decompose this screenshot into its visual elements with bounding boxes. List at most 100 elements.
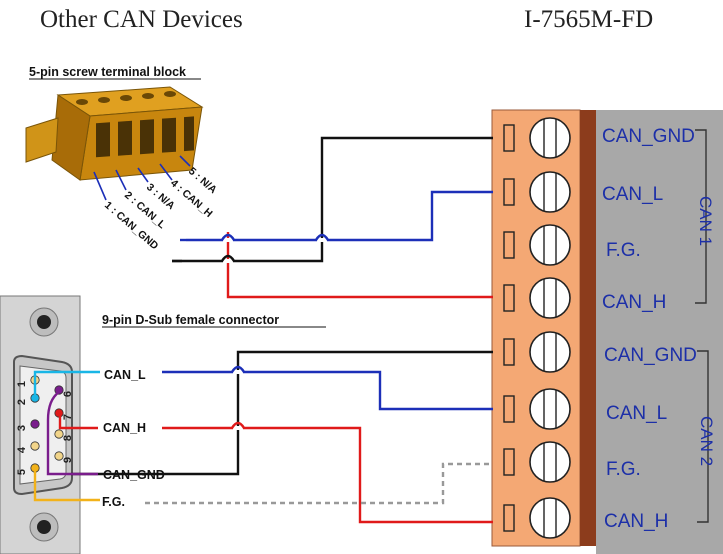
dsub-stub-can-gnd bbox=[46, 391, 98, 476]
crossover-gap bbox=[223, 259, 233, 263]
dsub-mount-hole-top-inner bbox=[37, 315, 51, 329]
wire-entry-slot bbox=[503, 231, 515, 259]
pin-leader-1 bbox=[93, 171, 107, 201]
can2-group-label: CAN 2 bbox=[697, 416, 716, 466]
dsub-pin-socket bbox=[54, 429, 64, 439]
terminal-screw-hole bbox=[120, 95, 132, 101]
wire-can1-h bbox=[226, 232, 493, 299]
can-group-brackets bbox=[695, 129, 709, 523]
wire-entry-slot bbox=[503, 338, 515, 366]
dsub-label-can-h: CAN_H bbox=[103, 421, 146, 435]
terminal-screw-7[interactable] bbox=[503, 441, 571, 483]
terminal-screw-5[interactable] bbox=[503, 331, 571, 373]
can2-bracket bbox=[697, 350, 709, 523]
can1-bracket bbox=[695, 129, 707, 304]
wire-can2-gnd bbox=[71, 350, 493, 476]
terminal-screw-6[interactable] bbox=[503, 388, 571, 430]
crossover-can1-l-over-h bbox=[220, 233, 236, 241]
wire-entry-slot bbox=[503, 178, 515, 206]
dsub-mount-hole-bottom-inner bbox=[37, 520, 51, 534]
terminal-wire-opening bbox=[184, 116, 194, 152]
terminal-screw-hole bbox=[98, 97, 110, 103]
wire-entry-slot bbox=[503, 124, 515, 152]
dsub-pin-number: 5 bbox=[16, 469, 28, 475]
terminal-wire-opening bbox=[162, 117, 176, 153]
terminal-block-image bbox=[25, 86, 204, 181]
crossover-can2-l-over-gnd bbox=[230, 365, 246, 373]
wire-can1-l bbox=[186, 190, 493, 242]
dsub-label-can-l: CAN_L bbox=[104, 368, 146, 382]
device-label-can2-gnd: CAN_GND bbox=[604, 345, 697, 366]
wire-can2-h bbox=[162, 426, 493, 524]
device-label-can2-h: CAN_H bbox=[604, 511, 668, 532]
dsub-signal-labels: CAN_L CAN_H CAN_GND F.G. bbox=[102, 368, 165, 509]
terminal-block-tab bbox=[25, 117, 59, 163]
screw-head bbox=[529, 224, 571, 266]
dsub-pin-3: 3 bbox=[16, 419, 40, 431]
terminal-side-panel bbox=[580, 110, 596, 546]
dsub-pin-4: 4 bbox=[16, 441, 40, 453]
screw-head bbox=[529, 277, 571, 319]
terminal-screw-8[interactable] bbox=[503, 497, 571, 539]
crossover-gap bbox=[233, 426, 243, 430]
pin-leader-3 bbox=[137, 167, 149, 183]
terminal-screw-3[interactable] bbox=[503, 224, 571, 266]
dsub-pin-socket bbox=[30, 441, 40, 451]
dsub-pin-socket bbox=[54, 385, 64, 395]
wire-entry-slot bbox=[503, 504, 515, 532]
terminal-panel-grey bbox=[596, 110, 723, 554]
dsub-stub-fg bbox=[33, 468, 100, 502]
terminal-wire-opening bbox=[118, 120, 132, 156]
dsub-pin-number: 9 bbox=[62, 457, 74, 463]
screw-head bbox=[529, 388, 571, 430]
dsub-pin-number: 8 bbox=[62, 435, 74, 441]
terminal-block-caption: 5-pin screw terminal block bbox=[29, 65, 186, 79]
dsub-pin-6: 6 bbox=[54, 385, 74, 397]
dsub-label-fg: F.G. bbox=[102, 495, 125, 509]
wire-crossovers bbox=[220, 233, 330, 430]
pin-leader-5 bbox=[179, 155, 191, 167]
screw-head bbox=[529, 117, 571, 159]
terminal-body bbox=[491, 109, 581, 547]
dsub-pin-socket bbox=[54, 451, 64, 461]
device-label-can1-fg: F.G. bbox=[606, 240, 641, 261]
device-label-can2-fg: F.G. bbox=[606, 459, 641, 480]
screw-head bbox=[529, 441, 571, 483]
pin-leader-4 bbox=[159, 163, 173, 181]
wire-entry-slot bbox=[503, 284, 515, 312]
terminal-screw-1[interactable] bbox=[503, 117, 571, 159]
device-label-can1-l: CAN_L bbox=[602, 184, 663, 205]
terminal-screw-hole bbox=[76, 99, 88, 105]
crossover-gap bbox=[233, 370, 243, 374]
screw-head bbox=[529, 497, 571, 539]
wire-entry-slot bbox=[503, 395, 515, 423]
crossover-gap bbox=[317, 238, 327, 242]
dsub-pin-number: 4 bbox=[16, 446, 28, 453]
can1-group-label: CAN 1 bbox=[696, 196, 715, 246]
device-terminal-labels: CAN_GND CAN_L F.G. CAN_H CAN_GND CAN_L F… bbox=[602, 126, 697, 532]
dsub-caption: 9-pin D-Sub female connector bbox=[102, 313, 279, 327]
left-title: Other CAN Devices bbox=[40, 6, 243, 33]
dsub-stub-can-h bbox=[58, 413, 98, 430]
device-terminal-strip bbox=[491, 109, 723, 554]
screw-head bbox=[529, 171, 571, 213]
dsub-pin-9: 9 bbox=[54, 451, 74, 463]
device-label-can1-h: CAN_H bbox=[602, 292, 666, 313]
screw-head bbox=[529, 331, 571, 373]
wire-entry-slot bbox=[503, 448, 515, 476]
terminal-screw-4[interactable] bbox=[503, 277, 571, 319]
dsub-pin-number: 7 bbox=[62, 414, 74, 420]
pin-leader-2 bbox=[115, 169, 127, 191]
right-title: I-7565M-FD bbox=[524, 6, 654, 33]
dsub-pin-number: 1 bbox=[16, 381, 28, 387]
terminal-screw-hole bbox=[164, 91, 176, 97]
dsub-pin-socket bbox=[30, 419, 40, 429]
crossover-can1-l-over-gnd bbox=[314, 233, 330, 241]
device-label-can1-gnd: CAN_GND bbox=[602, 126, 695, 147]
terminal-screw-2[interactable] bbox=[503, 171, 571, 213]
terminal-wire-opening bbox=[96, 122, 110, 158]
terminal-wire-opening bbox=[140, 119, 154, 155]
dsub-pin-number: 2 bbox=[16, 399, 28, 405]
wires bbox=[33, 136, 493, 524]
